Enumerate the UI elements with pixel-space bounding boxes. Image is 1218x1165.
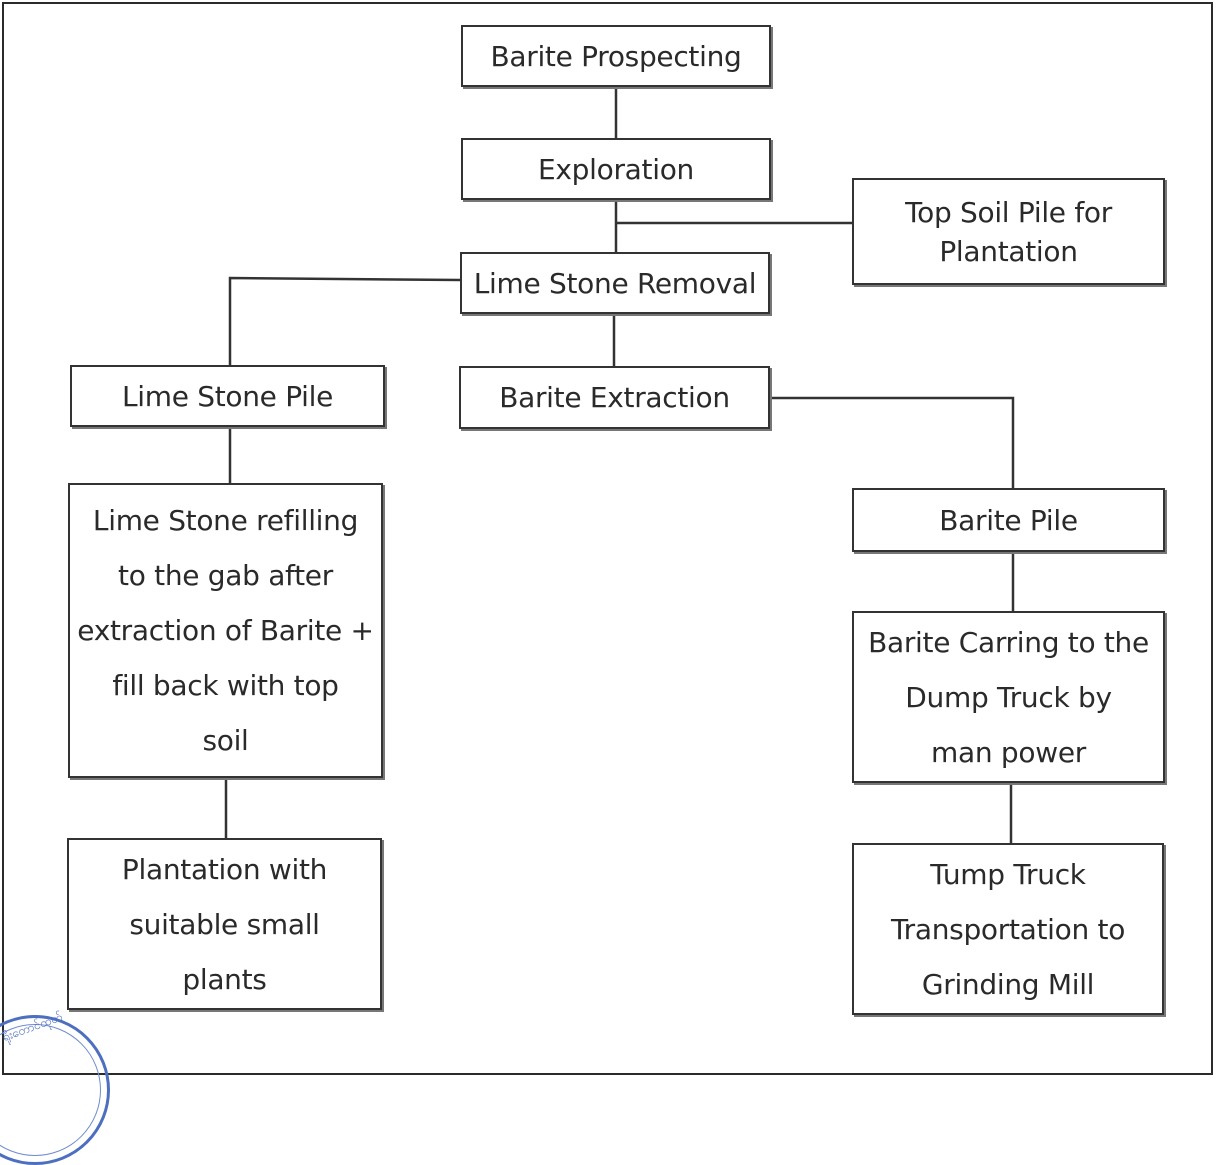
node-lime-stone-refilling: Lime Stone refilling to the gab after ex… (68, 483, 383, 778)
node-plantation: Plantation with suitable small plants (67, 838, 382, 1010)
connector-removal-limestone-pile (228, 276, 461, 365)
connector-extraction-barite-pile (768, 396, 1015, 488)
node-lime-stone-pile: Lime Stone Pile (70, 365, 385, 427)
node-barite-extraction: Barite Extraction (459, 366, 770, 429)
node-tump-truck: Tump Truck Transportation to Grinding Mi… (852, 843, 1164, 1015)
node-exploration: Exploration (461, 138, 771, 200)
node-lime-stone-removal: Lime Stone Removal (460, 252, 770, 314)
connector-lines (224, 87, 1015, 843)
node-top-soil-pile: Top Soil Pile for Plantation (852, 178, 1165, 285)
node-barite-carring: Barite Carring to the Dump Truck by man … (852, 611, 1165, 783)
node-barite-pile: Barite Pile (852, 488, 1165, 552)
node-barite-prospecting: Barite Prospecting (461, 25, 771, 87)
diagram-frame (2, 2, 1213, 1075)
